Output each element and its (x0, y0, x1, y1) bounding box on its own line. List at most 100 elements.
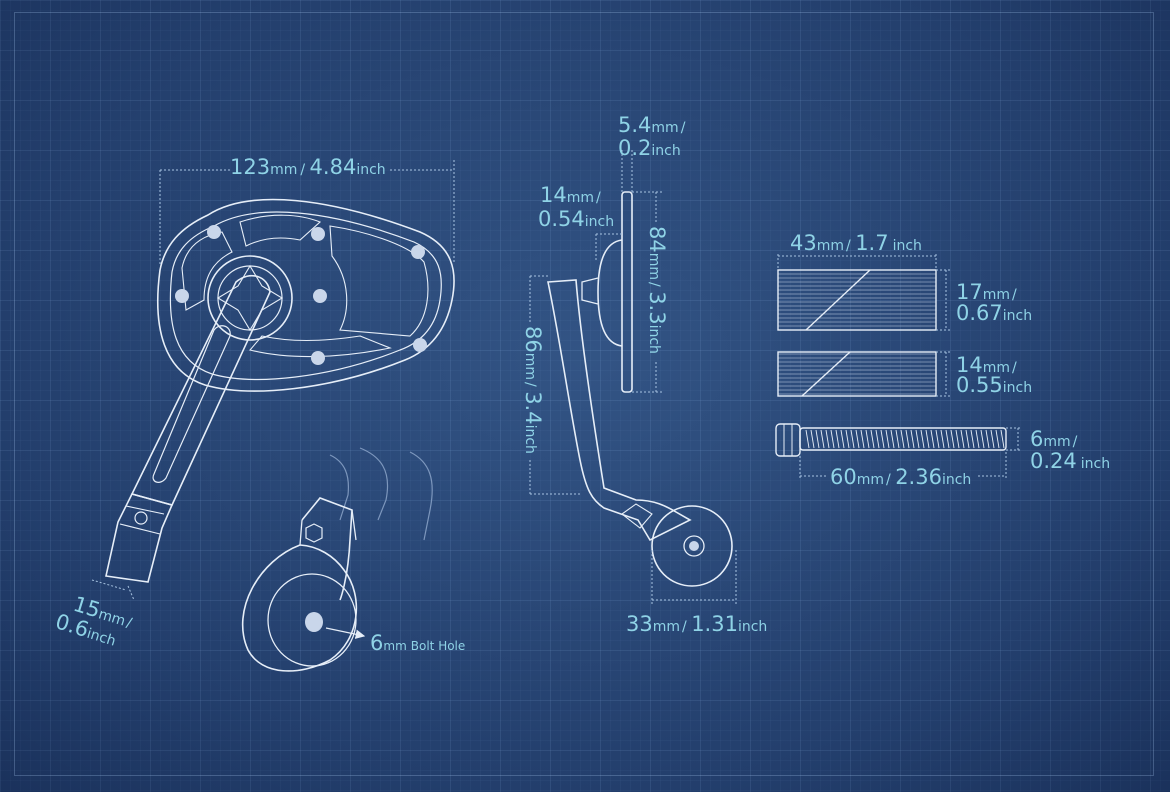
svg-text:0.67inch: 0.67inch (956, 301, 1032, 325)
bolt-thread-line (855, 429, 860, 449)
bolt-hole-value: 6 (370, 631, 383, 655)
bolt-thread-line (860, 429, 865, 449)
svg-text:14mm/: 14mm/ (540, 183, 601, 207)
mount-depth-inch: 0.54 (538, 207, 585, 231)
clamp-width-inch-unit: inch (738, 619, 767, 635)
spacer-width-inch-unit: inch (893, 238, 922, 254)
mirror-arm-slot (152, 325, 231, 483)
bolt-thread-line (865, 429, 870, 449)
bolt-thread-line (840, 429, 845, 449)
mirror-arm (130, 274, 271, 506)
bolt-thread-line (870, 429, 875, 449)
clamp-hex-socket (305, 523, 323, 543)
bolt-thread-line (960, 429, 965, 449)
mount-depth-mm: 14 (540, 183, 567, 207)
bolt-thread-line (950, 429, 955, 449)
bolt-thread-line (875, 429, 880, 449)
mirror-height-inch-unit: inch (646, 325, 662, 354)
housing-pocket-bottom (249, 335, 392, 358)
clamp-body (241, 544, 358, 672)
svg-text:33mm/ 1.31inch: 33mm/ 1.31inch (626, 612, 767, 636)
clamp-arm (301, 497, 353, 601)
spacer-small-diagonal (801, 351, 851, 397)
glass-thickness-inch-unit: inch (651, 143, 680, 159)
bolt-threads (805, 429, 1005, 449)
glass-thickness-dimension: 5.4mm/ 0.2inch (618, 113, 686, 192)
housing-bolt (175, 289, 189, 303)
bolt-length-inch: 2.36 (895, 465, 942, 489)
mounting-bolt (775, 423, 1007, 457)
side-arm-inner (621, 503, 653, 529)
parts-spacers (777, 269, 937, 397)
spacer-width-mm-unit: mm (817, 238, 844, 254)
housing-pocket-left (181, 231, 233, 311)
spacer-width-mm: 43 (790, 231, 817, 255)
mount-depth-dimension: 14mm/ 0.54inch (538, 183, 622, 262)
bolt-thread-line (845, 429, 850, 449)
svg-text:5.4mm/: 5.4mm/ (618, 113, 686, 137)
front-width-inch: 4.84 (310, 155, 357, 179)
clamp-width-mm-unit: mm (653, 619, 680, 635)
front-width-mm-unit: mm (270, 162, 297, 178)
bolt-thread-line (835, 429, 840, 449)
arm-width-inch-unit: inch (85, 626, 118, 650)
front-arm-dimension: 15mm/ 0.6inch (53, 579, 136, 650)
housing-bolt (311, 351, 325, 365)
side-view-mirror (547, 191, 733, 587)
svg-text:15mm/: 15mm/ (71, 592, 136, 633)
spacer-large-mm: 17 (956, 280, 983, 304)
bolt-hole (305, 612, 323, 632)
bolt-thread-line (900, 429, 905, 449)
bolt-thread-line (810, 429, 815, 449)
bolt-diameter-mm: 6 (1030, 427, 1043, 451)
arm-height-inch-unit: inch (522, 425, 538, 454)
bolt-thread-line (935, 429, 940, 449)
bolt-thread-line (915, 429, 920, 449)
bolt-thread-line (970, 429, 975, 449)
spacer-small-inch-unit: inch (1003, 380, 1032, 396)
bolt-length-mm-unit: mm (857, 472, 884, 488)
spacer-large (777, 269, 937, 331)
front-view-mirror (105, 198, 455, 583)
side-clamp-hub (683, 535, 705, 557)
bolt-thread-line (920, 429, 925, 449)
mirror-height-dimension: 84mm/ 3.3inch (632, 191, 669, 393)
svg-text:0.54inch: 0.54inch (538, 207, 614, 231)
mirror-height-mm-unit: mm (646, 253, 662, 280)
svg-text:0.2inch: 0.2inch (618, 136, 681, 160)
bolt-diameter-inch: 0.24 (1030, 449, 1077, 473)
front-width-mm: 123 (230, 155, 270, 179)
housing-bolt (411, 245, 425, 259)
mirror-housing-inner (169, 211, 442, 380)
svg-text:0.55inch: 0.55inch (956, 373, 1032, 397)
svg-text:84mm/ 3.3inch: 84mm/ 3.3inch (645, 226, 669, 354)
bolt-thread-line (815, 429, 820, 449)
bolt-thread-line (930, 429, 935, 449)
clamp-detail-view (241, 447, 433, 672)
bolt-diameter-inch-unit: inch (1081, 456, 1110, 472)
side-clamp-ring (651, 505, 733, 587)
svg-text:43mm/ 1.7inch: 43mm/ 1.7inch (790, 231, 922, 255)
bolt-thread-line (830, 429, 835, 449)
housing-pocket-top (239, 214, 322, 247)
clamp-face (267, 573, 357, 667)
arm-height-mm: 86 (521, 326, 545, 353)
bolt-thread-line (975, 429, 980, 449)
spacer-large-dimension: 17mm/ 0.67inch (936, 269, 1032, 331)
bolt-thread-line (965, 429, 970, 449)
housing-bolt (207, 225, 221, 239)
bolt-thread-line (925, 429, 930, 449)
housing-pocket-right (329, 225, 429, 337)
svg-text:14mm/: 14mm/ (956, 353, 1017, 377)
bolt-thread-line (890, 429, 895, 449)
blueprint-frame (14, 12, 1154, 776)
arm-joint (105, 493, 174, 583)
bolt-thread-line (895, 429, 900, 449)
bolt-thread-line (885, 429, 890, 449)
bolt-hole-leader (325, 627, 366, 639)
